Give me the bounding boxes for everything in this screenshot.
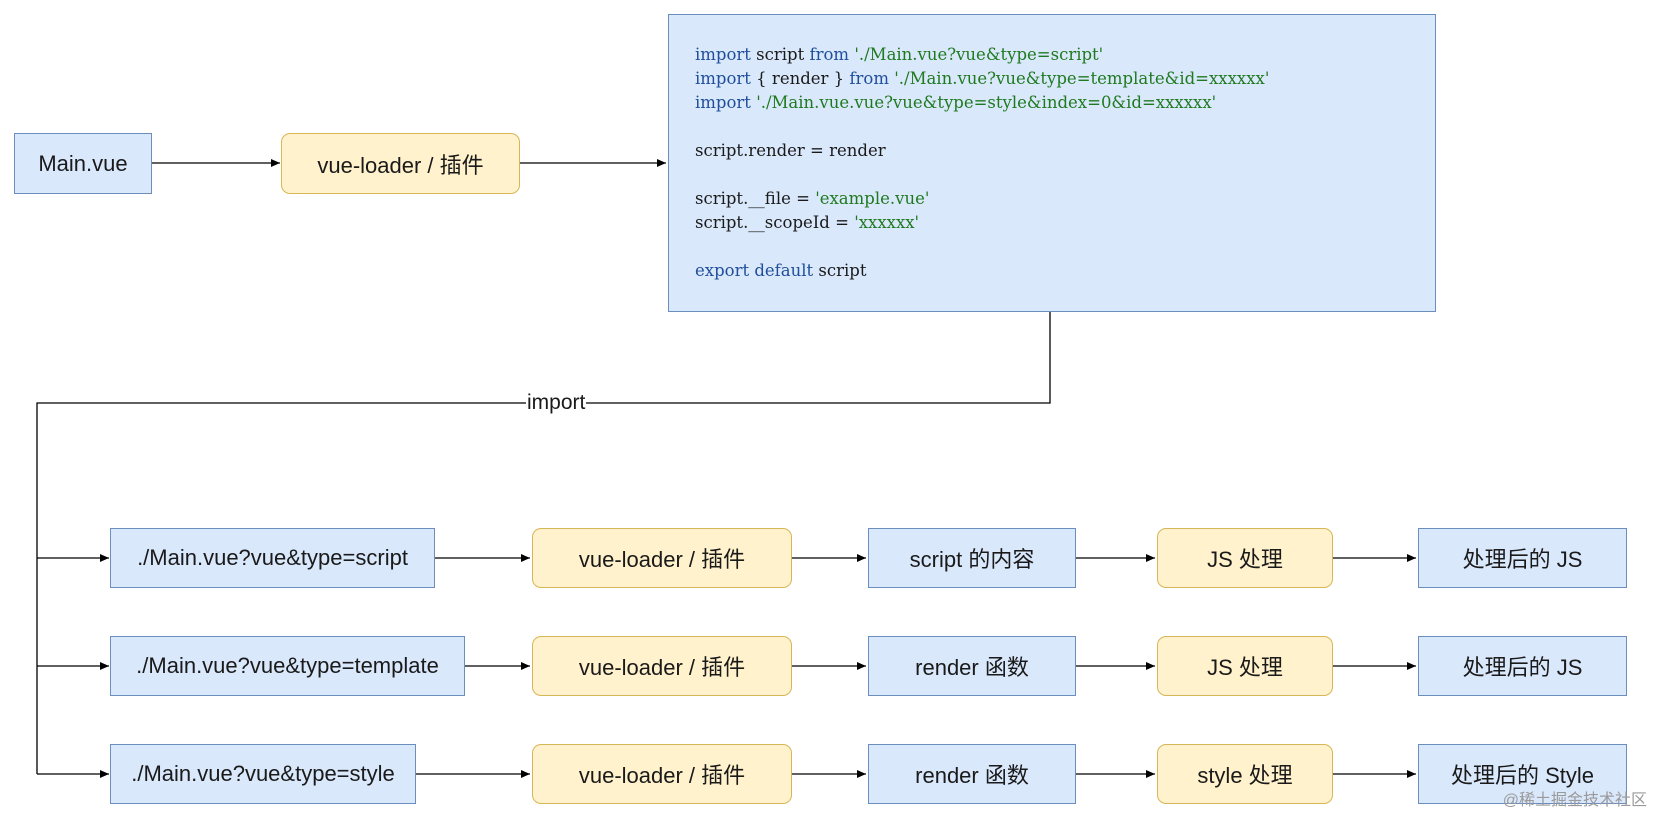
compiled-code-box: import script from './Main.vue?vue&type=… xyxy=(668,14,1436,312)
code-line xyxy=(695,163,1435,187)
code-keyword: from xyxy=(809,45,850,64)
row3-process-node: style 处理 xyxy=(1157,744,1333,804)
code-keyword: export xyxy=(695,261,750,280)
row3-source-node: ./Main.vue?vue&type=style xyxy=(110,744,416,804)
code-keyword: import xyxy=(695,93,751,112)
row3-result-node: 处理后的 Style xyxy=(1418,744,1627,804)
row2-process-node: JS 处理 xyxy=(1157,636,1333,696)
watermark: @稀土掘金技术社区 xyxy=(1502,792,1647,809)
row1-source-node: ./Main.vue?vue&type=script xyxy=(110,528,435,588)
code-line: export default script xyxy=(695,259,1435,283)
code-text: { render } xyxy=(750,69,850,88)
code-text: script.__scopeId = xyxy=(695,213,855,232)
row2-source-node: ./Main.vue?vue&type=template xyxy=(110,636,465,696)
code-keyword: default xyxy=(754,261,814,280)
row2-result-node: 处理后的 JS xyxy=(1418,636,1627,696)
code-string: 'example.vue' xyxy=(815,189,930,208)
code-text: script.render = render xyxy=(695,141,886,160)
code-line xyxy=(695,115,1435,139)
top-loader-node: vue-loader / 插件 xyxy=(281,133,520,194)
code-line: script.__scopeId = 'xxxxxx' xyxy=(695,211,1435,235)
main-vue-node: Main.vue xyxy=(14,133,152,194)
row1-loader-node: vue-loader / 插件 xyxy=(532,528,792,588)
code-line xyxy=(695,235,1435,259)
code-keyword: from xyxy=(849,69,889,88)
row1-result-node: 处理后的 JS xyxy=(1418,528,1627,588)
code-line: import script from './Main.vue?vue&type=… xyxy=(695,43,1435,67)
row1-content-node: script 的内容 xyxy=(868,528,1076,588)
code-line: import './Main.vue.vue?vue&type=style&in… xyxy=(695,91,1435,115)
row2-loader-node: vue-loader / 插件 xyxy=(532,636,792,696)
code-line: script.__file = 'example.vue' xyxy=(695,187,1435,211)
code-string: './Main.vue?vue&type=script' xyxy=(854,45,1104,64)
row3-loader-node: vue-loader / 插件 xyxy=(532,744,792,804)
code-keyword: import xyxy=(695,69,751,88)
import-edge-label: import xyxy=(526,391,587,414)
row3-content-node: render 函数 xyxy=(868,744,1076,804)
code-keyword: import xyxy=(695,45,751,64)
row2-content-node: render 函数 xyxy=(868,636,1076,696)
code-string: './Main.vue.vue?vue&type=style&index=0&i… xyxy=(756,93,1217,112)
code-text: script xyxy=(813,261,867,280)
code-line: import { render } from './Main.vue?vue&t… xyxy=(695,67,1435,91)
code-line: script.render = render xyxy=(695,139,1435,163)
row1-process-node: JS 处理 xyxy=(1157,528,1333,588)
code-text: script.__file = xyxy=(695,189,816,208)
code-string: 'xxxxxx' xyxy=(854,213,920,232)
code-string: './Main.vue?vue&type=template&id=xxxxxx' xyxy=(894,69,1270,88)
code-lines: import script from './Main.vue?vue&type=… xyxy=(695,43,1435,283)
code-text: script xyxy=(750,45,810,64)
